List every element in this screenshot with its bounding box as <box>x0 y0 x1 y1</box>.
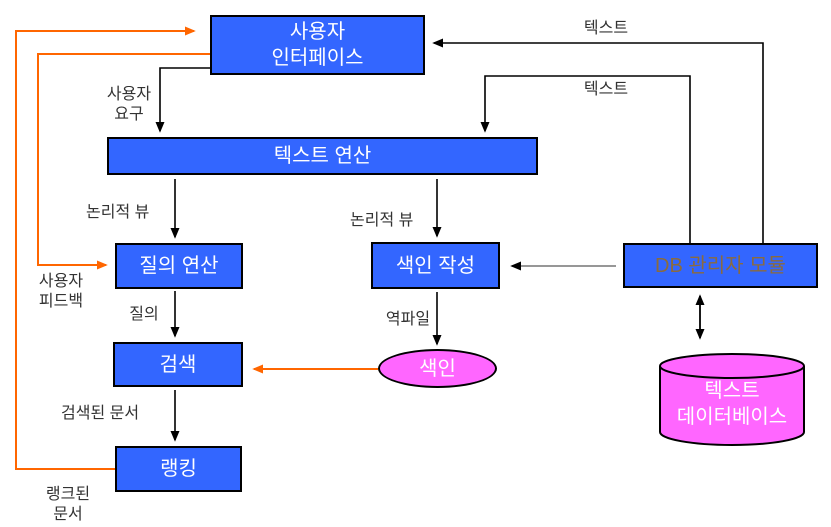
label-inverted-file: 역파일 <box>385 311 431 328</box>
label-ranked-documents: 랭크된 문서 <box>45 486 91 523</box>
arrow-db-to-text-ops <box>480 75 691 243</box>
label-query: 질의 <box>129 306 159 323</box>
node-text-database: 텍스트 데이터베이스 <box>676 380 788 428</box>
label-retrieved-documents: 검색된 문서 <box>61 405 140 422</box>
label-user-request: 사용자 요구 <box>106 86 152 123</box>
node-search: 검색 <box>113 342 243 387</box>
arrow-interface-to-query-ops <box>37 53 211 270</box>
node-index: 색인 <box>378 349 497 388</box>
label-logical-view-left: 논리적 뷰 <box>86 204 150 221</box>
label-logical-view-right: 논리적 뷰 <box>350 212 414 229</box>
node-db-manager: DB 관리자 모듈 <box>623 243 818 288</box>
node-indexing: 색인 작성 <box>371 242 500 289</box>
database-cylinder-icon <box>659 353 805 446</box>
arrow-db-to-interface <box>432 38 764 243</box>
node-query-operations: 질의 연산 <box>115 243 243 289</box>
arrow-ranking-to-interface <box>15 26 196 470</box>
label-text-to-interface: 텍스트 <box>583 20 629 37</box>
label-text-to-text-ops: 텍스트 <box>583 81 629 98</box>
node-text-operations: 텍스트 연산 <box>107 137 538 175</box>
label-user-feedback: 사용자 피드백 <box>38 273 84 310</box>
arrow-interface-to-text-ops <box>155 67 211 133</box>
node-ranking: 랭킹 <box>115 446 242 492</box>
node-user-interface: 사용자 인터페이스 <box>210 15 425 75</box>
